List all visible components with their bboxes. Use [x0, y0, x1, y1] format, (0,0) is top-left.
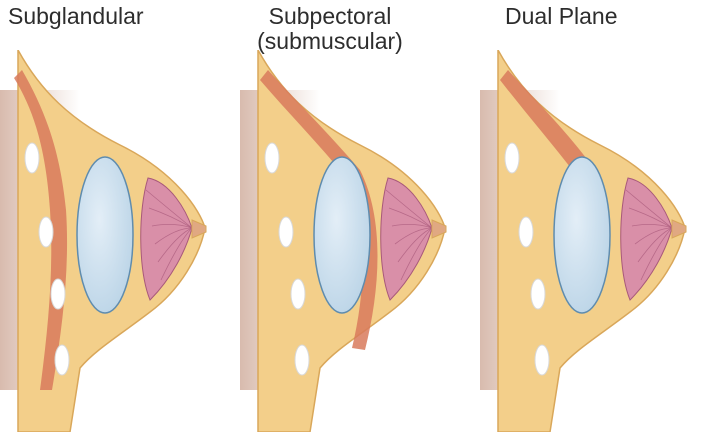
subglandular-illustration [0, 50, 230, 432]
rib [531, 279, 545, 309]
rib [535, 345, 549, 375]
label-line: Subglandular [8, 4, 144, 29]
label-line: Subpectoral [230, 4, 430, 29]
subpectoral-illustration [240, 50, 470, 432]
rib [39, 217, 53, 247]
implant [314, 157, 370, 313]
rib [265, 143, 279, 173]
label-subglandular: Subglandular [8, 4, 144, 29]
implant [77, 157, 133, 313]
rib [51, 279, 65, 309]
label-subpectoral: Subpectoral (submuscular) [230, 4, 430, 54]
label-dual-plane: Dual Plane [505, 4, 618, 29]
dual-plane-illustration [480, 50, 710, 432]
rib [25, 143, 39, 173]
rib [55, 345, 69, 375]
rib [291, 279, 305, 309]
rib [519, 217, 533, 247]
rib [505, 143, 519, 173]
implant [554, 157, 610, 313]
label-line: Dual Plane [505, 4, 618, 29]
rib [295, 345, 309, 375]
rib [279, 217, 293, 247]
